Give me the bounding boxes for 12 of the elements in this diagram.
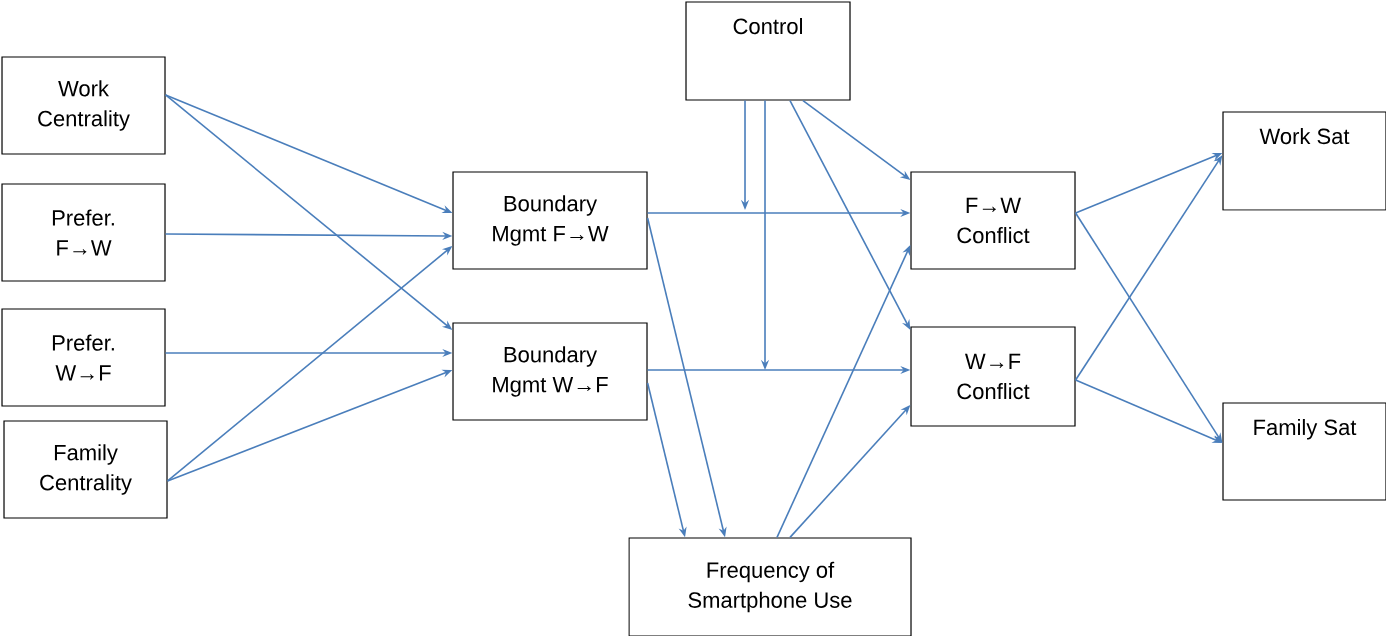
box: F→W Conflict [910,171,1076,270]
box: Prefer. F→W [1,183,166,282]
box: Work Sat [1222,111,1386,211]
box: W→F Conflict [910,326,1076,427]
box: Control [685,1,851,101]
box: Boundary Mgmt F→W [452,171,648,270]
box: Frequency of Smartphone Use [628,537,912,636]
box: Family Centrality [3,420,168,519]
box: Work Centrality [1,56,166,155]
box: Family Sat [1222,402,1386,501]
box: Prefer. W→F [1,308,166,407]
box: Boundary Mgmt W→F [452,322,648,421]
